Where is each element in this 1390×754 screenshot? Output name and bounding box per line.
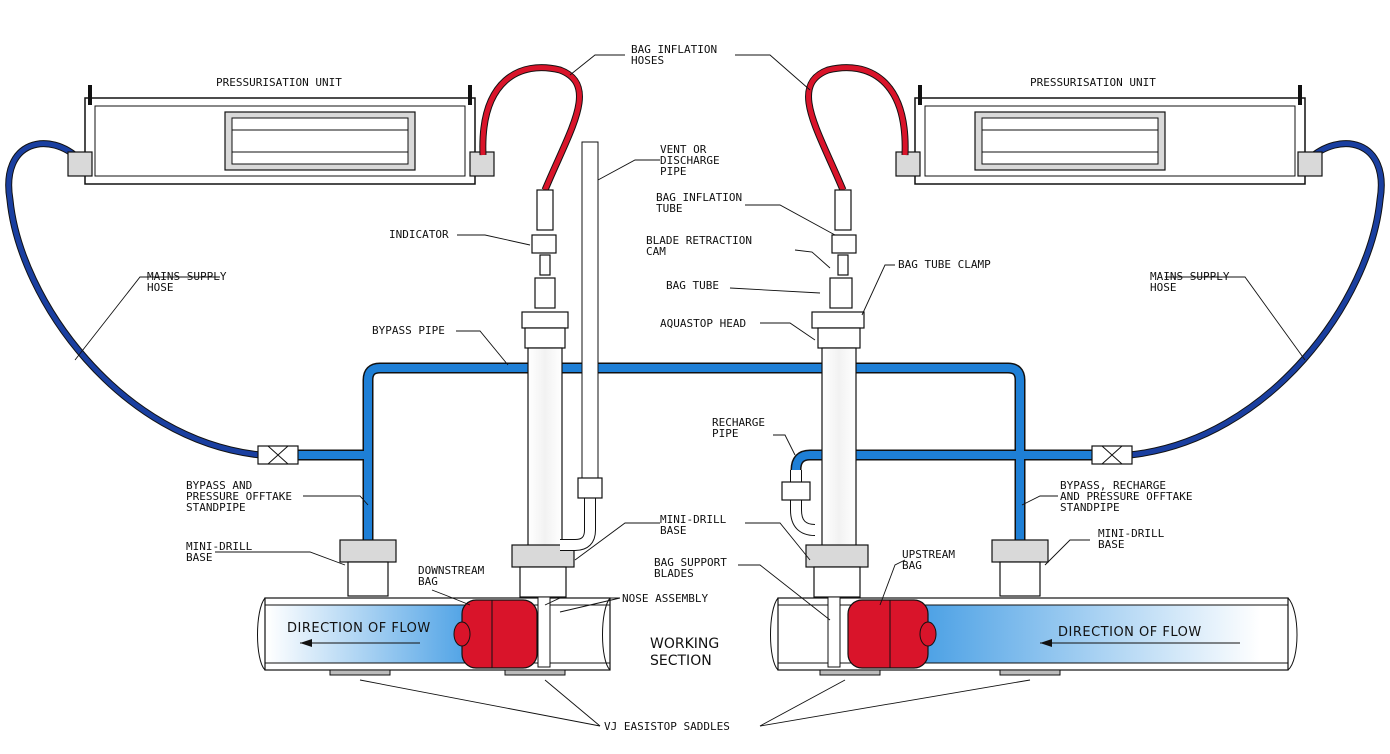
downstream-bag — [453, 599, 538, 669]
bag-inflation-hose-left — [479, 64, 583, 192]
label-mains-supply-hose-left-2: HOSE — [147, 281, 174, 294]
flow-arrow-left — [300, 639, 420, 647]
label-downstream-bag-1: DOWNSTREAM — [418, 564, 485, 577]
label-upstream-bag-1: UPSTREAM — [902, 548, 955, 561]
label-mini-drill-base-right-1: MINI-DRILL — [1098, 527, 1165, 540]
label-mini-drill-base-left-2: BASE — [186, 551, 213, 564]
label-mini-drill-base-center-left-2: BASE — [660, 524, 687, 537]
label-vj-easistop-saddles: VJ EASISTOP SADDLES — [604, 720, 730, 733]
label-blade-retraction-cam-2: CAM — [646, 245, 666, 258]
label-vent-pipe-2: DISCHARGE — [660, 154, 720, 167]
label-mini-drill-base-center-left-1: MINI-DRILL — [660, 513, 727, 526]
label-nose-assembly: NOSE ASSEMBLY — [622, 592, 708, 605]
label-bag-inflation-hoses-1: BAG INFLATION — [631, 43, 717, 56]
label-bag-inflation-tube-1: BAG INFLATION — [656, 191, 742, 204]
aquastop-assembly-left — [511, 141, 603, 668]
saddle-straps — [329, 669, 1061, 676]
label-mini-drill-base-left-1: MINI-DRILL — [186, 540, 253, 553]
label-bypass-standpipe-right-2: AND PRESSURE OFFTAKE — [1060, 490, 1192, 503]
flow-arrow-right — [1040, 639, 1240, 647]
label-mains-supply-hose-right-1: MAINS SUPPLY — [1150, 270, 1230, 283]
mains-supply-hose-left — [5, 140, 261, 459]
label-mains-supply-hose-left-1: MAINS SUPPLY — [147, 270, 227, 283]
hose-coupling-left — [257, 445, 299, 465]
label-direction-of-flow-right: DIRECTION OF FLOW — [1058, 625, 1202, 640]
label-aquastop-head: AQUASTOP HEAD — [660, 317, 746, 330]
label-bypass-standpipe-left-1: BYPASS AND — [186, 479, 252, 492]
label-vent-pipe-1: VENT OR — [660, 143, 707, 156]
label-recharge-pipe-2: PIPE — [712, 427, 739, 440]
pressurisation-unit-right — [895, 85, 1323, 185]
label-working-section-1: WORKING — [650, 636, 719, 652]
aquastop-assembly-right — [781, 189, 869, 668]
label-bag-support-blades-1: BAG SUPPORT — [654, 556, 727, 569]
label-downstream-bag-2: BAG — [418, 575, 438, 588]
label-recharge-pipe-1: RECHARGE — [712, 416, 765, 429]
mini-drill-base-right — [991, 539, 1049, 597]
label-mains-supply-hose-right-2: HOSE — [1150, 281, 1177, 294]
leader-lines — [74, 54, 1306, 727]
label-blade-retraction-cam-1: BLADE RETRACTION — [646, 234, 752, 247]
upstream-bag — [847, 599, 937, 669]
labels: PRESSURISATION UNIT PRESSURISATION UNIT … — [147, 43, 1230, 733]
label-mini-drill-base-right-2: BASE — [1098, 538, 1125, 551]
bypass-pipe-fill — [290, 364, 1100, 540]
mini-drill-base-left — [339, 539, 397, 597]
label-direction-of-flow-left: DIRECTION OF FLOW — [287, 621, 431, 636]
label-bypass-standpipe-right-3: STANDPIPE — [1060, 501, 1120, 514]
label-indicator: INDICATOR — [389, 228, 449, 241]
label-pressurisation-unit-left: PRESSURISATION UNIT — [216, 76, 342, 89]
label-bag-support-blades-2: BLADES — [654, 567, 694, 580]
label-bypass-standpipe-left-2: PRESSURE OFFTAKE — [186, 490, 292, 503]
label-bag-inflation-tube-2: TUBE — [656, 202, 683, 215]
main-pipe-left — [257, 597, 611, 671]
label-bag-tube-clamp: BAG TUBE CLAMP — [898, 258, 991, 271]
label-vent-pipe-3: PIPE — [660, 165, 687, 178]
label-bypass-standpipe-right-1: BYPASS, RECHARGE — [1060, 479, 1166, 492]
bag-inflation-hose-right — [805, 64, 909, 192]
label-upstream-bag-2: BAG — [902, 559, 922, 572]
label-bypass-pipe: BYPASS PIPE — [372, 324, 445, 337]
hose-coupling-right — [1091, 445, 1133, 465]
label-working-section-2: SECTION — [650, 653, 712, 669]
label-bag-tube: BAG TUBE — [666, 279, 719, 292]
mains-supply-hose-right — [1129, 140, 1385, 459]
pressurisation-unit-left — [67, 85, 495, 185]
label-bag-inflation-hoses-2: HOSES — [631, 54, 664, 67]
label-pressurisation-unit-right: PRESSURISATION UNIT — [1030, 76, 1156, 89]
label-bypass-standpipe-left-3: STANDPIPE — [186, 501, 246, 514]
